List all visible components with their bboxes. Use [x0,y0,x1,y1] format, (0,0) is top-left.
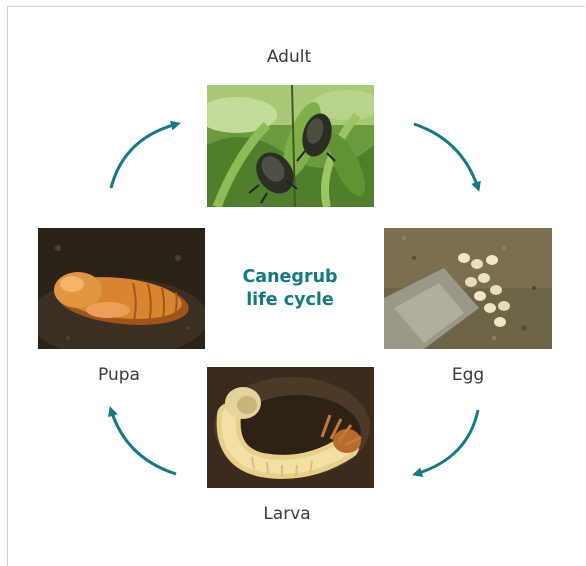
arrow-larva-to-pupa [111,410,176,474]
arrow-adult-to-egg [414,124,478,188]
arrow-pupa-to-adult [111,124,177,188]
arrow-egg-to-larva [416,410,478,474]
